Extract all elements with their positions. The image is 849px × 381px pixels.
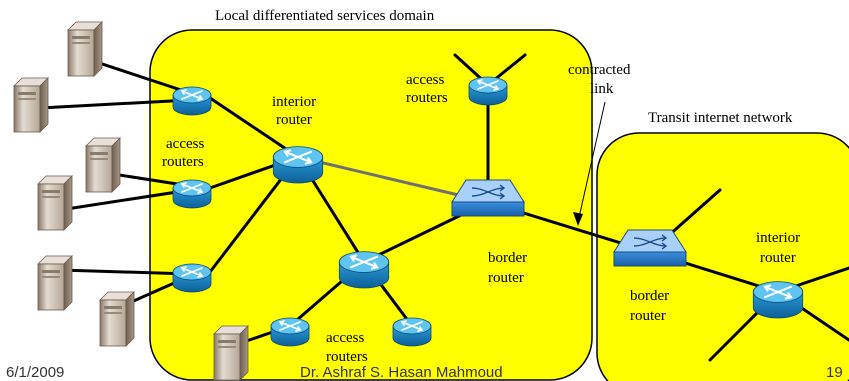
access-bottom-label-line2: routers (326, 349, 368, 365)
contracted-link-arrowhead (573, 212, 583, 226)
router-icon (392, 317, 432, 347)
contracted-link-arrow (577, 101, 606, 223)
local-ds-domain (149, 29, 593, 381)
server-tower-icon (213, 325, 249, 381)
router-icon (468, 76, 508, 106)
router-icon (172, 179, 212, 209)
access-left-label-line2: routers (162, 154, 204, 170)
server-tower-icon (85, 137, 121, 193)
transit-title: Transit internet network (648, 110, 793, 126)
border-left-label-line1: border (488, 250, 527, 266)
footer-author: Dr. Ashraf S. Hasan Mahmoud (300, 364, 503, 381)
domain-title: Local differentiated services domain (215, 8, 435, 24)
access-left-label-line1: access (166, 136, 204, 152)
server-tower-icon (99, 291, 135, 347)
interior-label-line2: router (276, 112, 312, 128)
link (58, 268, 192, 276)
server-tower-icon (37, 255, 73, 311)
servers (13, 21, 249, 381)
footer-date: 6/1/2009 (6, 364, 64, 381)
router-icon (270, 317, 310, 347)
router-icon (172, 86, 212, 116)
border-right-label-line1: border (630, 288, 669, 304)
server-tower-icon (67, 21, 103, 77)
server-tower-icon (37, 175, 73, 231)
transit-network-domain (596, 132, 849, 381)
interior-label-line1: interior (272, 94, 316, 110)
link (208, 96, 300, 159)
border-routers (451, 179, 687, 267)
access-top-label-line1: access (406, 72, 444, 88)
border-router-switch-icon (613, 229, 687, 267)
routers (172, 76, 804, 347)
border-left-label-line2: router (488, 270, 524, 286)
router-icon (752, 281, 804, 319)
router-icon (338, 251, 390, 289)
contracted-label-line2: link (590, 81, 614, 97)
border-router-switch-icon (451, 179, 525, 217)
access-top-label-line2: routers (406, 90, 448, 106)
contracted-label-line1: contracted (568, 62, 631, 78)
server-tower-icon (13, 77, 49, 133)
border-right-label-line2: router (630, 308, 666, 324)
router-icon (272, 146, 324, 184)
link (38, 98, 192, 110)
interior-right-label-line2: router (760, 250, 796, 266)
access-bottom-label-line1: access (326, 330, 364, 346)
interior-right-label-line1: interior (756, 230, 800, 246)
link (58, 188, 192, 212)
footer-page: 19 (826, 364, 843, 381)
router-icon (172, 263, 212, 293)
